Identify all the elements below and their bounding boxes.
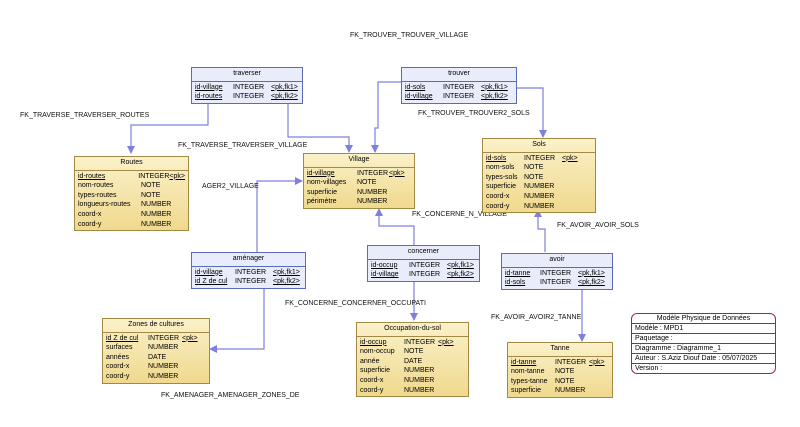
- model-info-block: Modèle Physique de Données Modèle : MPD1…: [631, 313, 776, 374]
- link-trouver-village: [371, 81, 401, 153]
- fk-label-ager2-village: AGER2_VILLAGE: [202, 183, 259, 190]
- table-title: avoir: [549, 256, 565, 263]
- fk-label-trouver2-sols: FK_TROUVER_TROUVER2_SOLS: [418, 110, 530, 117]
- table-title: traverser: [233, 70, 261, 77]
- table-title: Routes: [120, 159, 143, 166]
- table-title: Village: [348, 156, 370, 163]
- link-amenager-village: [256, 177, 303, 252]
- link-concerner-village: [375, 208, 415, 245]
- table-title: trouver: [448, 70, 470, 77]
- fk-label-traverse-routes: FK_TRAVERSE_TRAVERSER_ROUTES: [20, 112, 150, 119]
- link-traverser-village: [287, 103, 353, 153]
- table-title: concerner: [407, 248, 440, 255]
- info-modele: Modèle : MPD1: [632, 323, 775, 333]
- fk-label-avoir-sols: FK_AVOIR_AVOIR_SOLS: [557, 222, 639, 229]
- fk-label-avoir2-tanne: FK_AVOIR_AVOIR2_TANNE: [491, 314, 582, 321]
- table-title: Zones de cultures: [128, 321, 184, 328]
- link-amenager-zones: [209, 287, 265, 353]
- info-title: Modèle Physique de Données: [656, 315, 751, 322]
- table-title: Occupation-du-sol: [384, 325, 441, 332]
- info-version: Version :: [632, 363, 775, 373]
- fk-label-amenager-zones: FK_AMENAGER_AMENAGER_ZONES_DE: [161, 392, 300, 399]
- info-diagramme: Diagramme : Diagramme_1: [632, 343, 775, 353]
- fk-label-trouver-village: FK_TROUVER_TROUVER_VILLAGE: [350, 32, 469, 39]
- link-traverser-routes: [127, 103, 209, 154]
- table-title: aménager: [232, 255, 265, 262]
- fk-label-concerne-n-village: FK_CONCERNE_N_VILLAGE: [412, 211, 507, 218]
- info-auteur: Auteur : S.Aziz Diouf Date : 05/07/2025: [632, 353, 775, 363]
- link-avoir-sols: [534, 209, 546, 252]
- info-paquetage: Paquetage :: [632, 333, 775, 343]
- link-trouver-sols: [517, 87, 547, 138]
- table-title: Sols: [532, 141, 546, 148]
- fk-label-traverse-village: FK_TRAVERSE_TRAVERSER_VILLAGE: [178, 142, 308, 149]
- fk-label-concerne-occupati: FK_CONCERNE_CONCERNER_OCCUPATI: [285, 300, 426, 307]
- table-title: Tanne: [550, 345, 570, 352]
